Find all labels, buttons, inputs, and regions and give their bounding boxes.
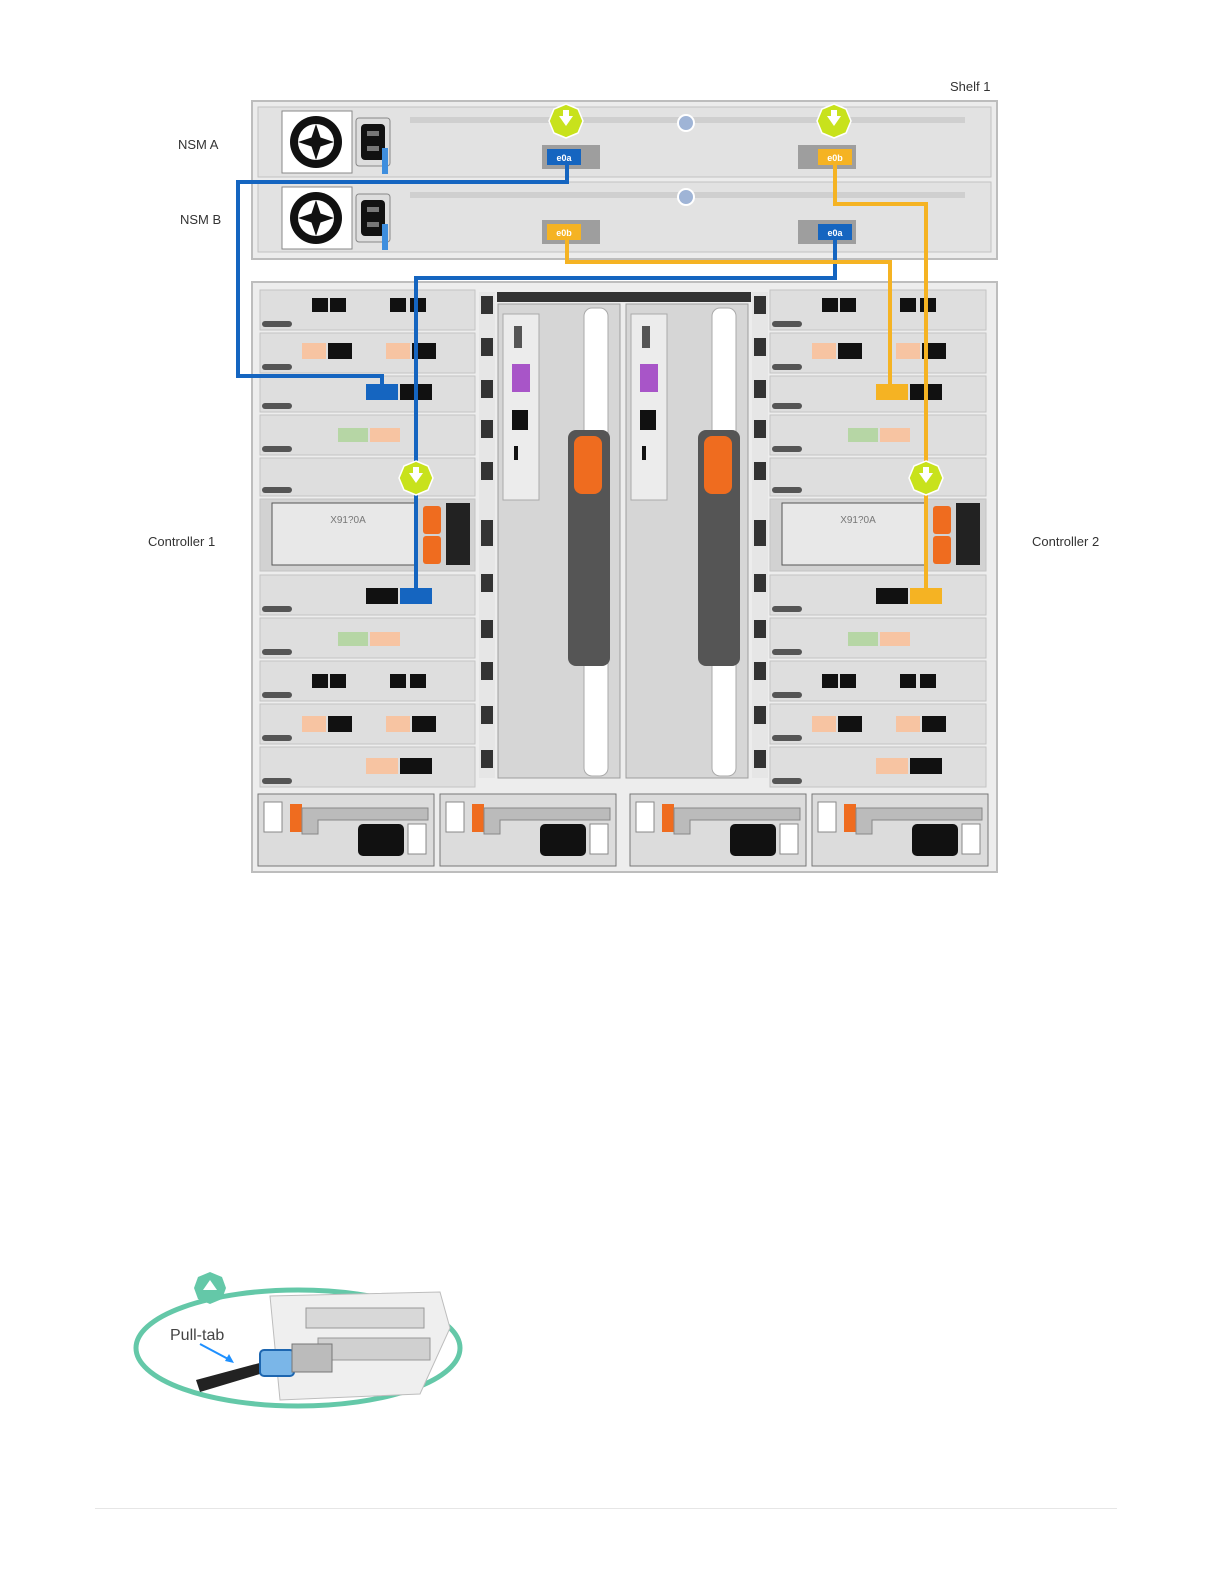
pull-tab-illustration: Pull-tab bbox=[130, 1268, 470, 1418]
nsm-a-port-right-label: e0b bbox=[827, 153, 843, 163]
footer-divider bbox=[95, 1508, 1117, 1509]
nsm-b-port-left-label: e0b bbox=[556, 228, 572, 238]
controller1-pushtab-icon bbox=[399, 461, 433, 495]
controller1-slots bbox=[260, 290, 475, 787]
nsm-b-port-right-label: e0a bbox=[827, 228, 843, 238]
controller2-pushtab-icon bbox=[909, 461, 943, 495]
psu-3 bbox=[630, 794, 806, 866]
controller2-slots bbox=[770, 290, 986, 787]
nsm-b-fan-icon bbox=[282, 187, 352, 249]
controller1-module-label: X91?0A bbox=[330, 515, 366, 526]
controller2-module-label: X91?0A bbox=[840, 515, 876, 526]
psu-2 bbox=[440, 794, 616, 866]
nsm-a-fan-icon bbox=[282, 111, 352, 173]
nsm-a-right-pushtab-icon bbox=[817, 104, 851, 138]
psu-1 bbox=[258, 794, 434, 866]
pull-tab-label: Pull-tab bbox=[170, 1327, 224, 1344]
nsm-a-left-pushtab-icon bbox=[549, 104, 583, 138]
cabling-diagram: e0a e0b e0b e0a bbox=[0, 0, 1224, 900]
nsm-b-thumbscrew bbox=[678, 189, 694, 205]
nsm-a-port-left-label: e0a bbox=[556, 153, 572, 163]
psu-4 bbox=[812, 794, 988, 866]
nsm-a-thumbscrew bbox=[678, 115, 694, 131]
